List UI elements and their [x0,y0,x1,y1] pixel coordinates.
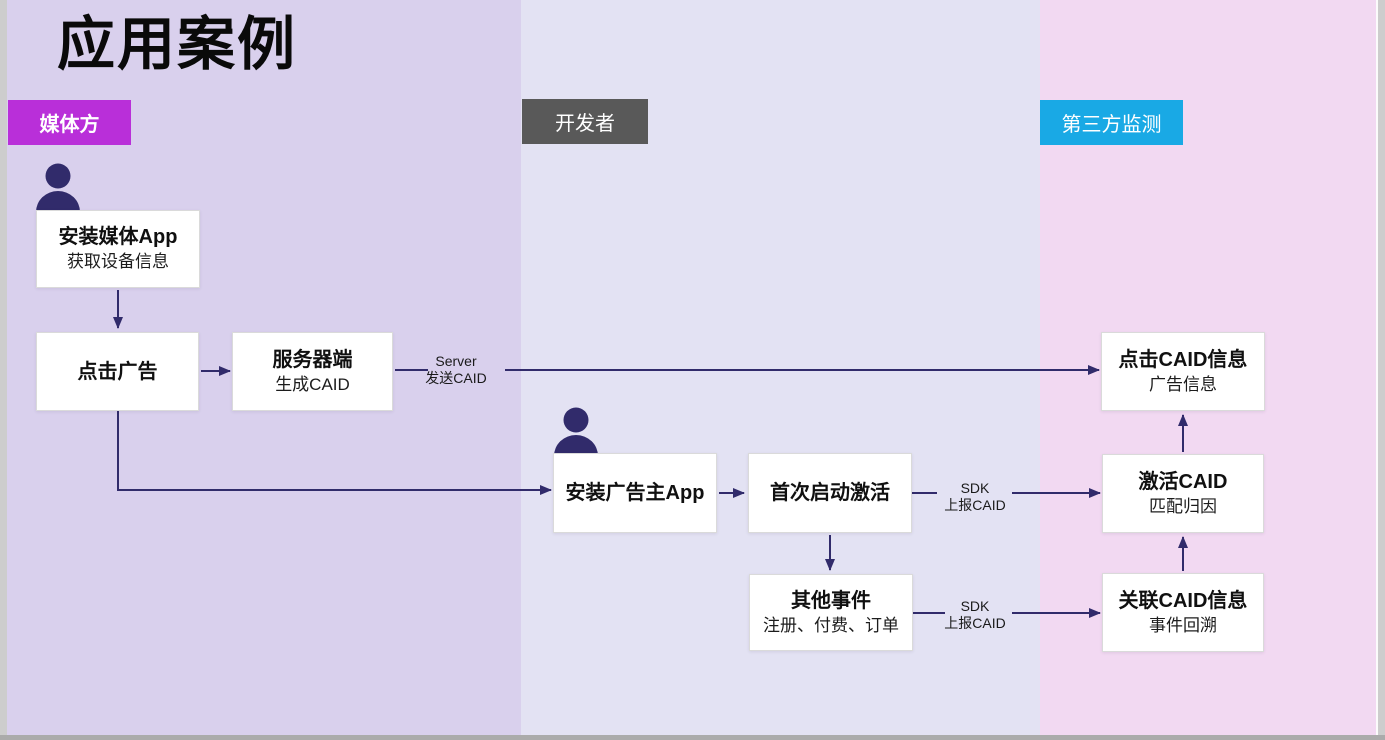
node-click-caid-info: 点击CAID信息 广告信息 [1101,332,1265,411]
node-subtitle: 注册、付费、订单 [763,615,899,635]
node-server-side: 服务器端 生成CAID [232,332,393,411]
node-link-caid-info: 关联CAID信息 事件回溯 [1102,573,1264,652]
connector-arrows [113,290,1188,618]
node-title: 其他事件 [791,589,871,612]
lane-badge-developer: 开发者 [522,99,648,144]
edge-label-line: Server [435,353,477,369]
node-subtitle: 广告信息 [1149,374,1217,394]
edge-label-line: 上报CAID [944,615,1006,631]
node-activate-caid: 激活CAID 匹配归因 [1102,454,1264,533]
node-title: 服务器端 [272,348,353,371]
edge-label-sdk-report-caid-2: SDK 上报CAID [920,598,1030,632]
node-title: 安装媒体App [58,226,178,248]
edge-label-line: SDK [960,480,990,496]
person-icon [36,163,80,212]
node-subtitle: 事件回溯 [1149,615,1217,635]
node-title: 首次启动激活 [770,482,890,504]
edge-label-sdk-report-caid-1: SDK 上报CAID [920,480,1030,514]
edge-label-server-send-caid: Server 发送CAID [401,353,511,387]
node-title: 激活CAID [1138,470,1228,493]
lane-badge-media: 媒体方 [8,100,131,145]
edge-label-line: 上报CAID [944,497,1006,513]
node-title: 安装广告主App [565,482,705,504]
node-install-media-app: 安装媒体App 获取设备信息 [36,210,200,288]
edge-label-line: 发送CAID [425,370,487,386]
node-title: 点击广告 [77,360,158,383]
node-subtitle: 匹配归因 [1149,496,1217,516]
person-icon [554,407,598,456]
edge-label-line: SDK [960,598,990,614]
lane-badge-third-party: 第三方监测 [1040,100,1183,145]
flow-connectors [36,163,1188,618]
node-subtitle: 获取设备信息 [67,252,169,271]
page-title: 应用案例 [57,12,298,77]
node-first-launch-activation: 首次启动激活 [748,453,912,533]
slide: 应用案例 媒体方 开发者 第三方监测 [7,0,1378,735]
arrow-click-to-install-advertiser [117,411,552,495]
node-other-events: 其他事件 注册、付费、订单 [749,574,913,651]
canvas-bottom-edge [0,735,1385,740]
node-click-ad: 点击广告 [36,332,199,411]
node-title: 点击CAID信息 [1118,348,1248,371]
node-title: 关联CAID信息 [1118,589,1248,612]
node-subtitle: 生成CAID [275,374,350,394]
node-install-advertiser-app: 安装广告主App [553,453,717,533]
